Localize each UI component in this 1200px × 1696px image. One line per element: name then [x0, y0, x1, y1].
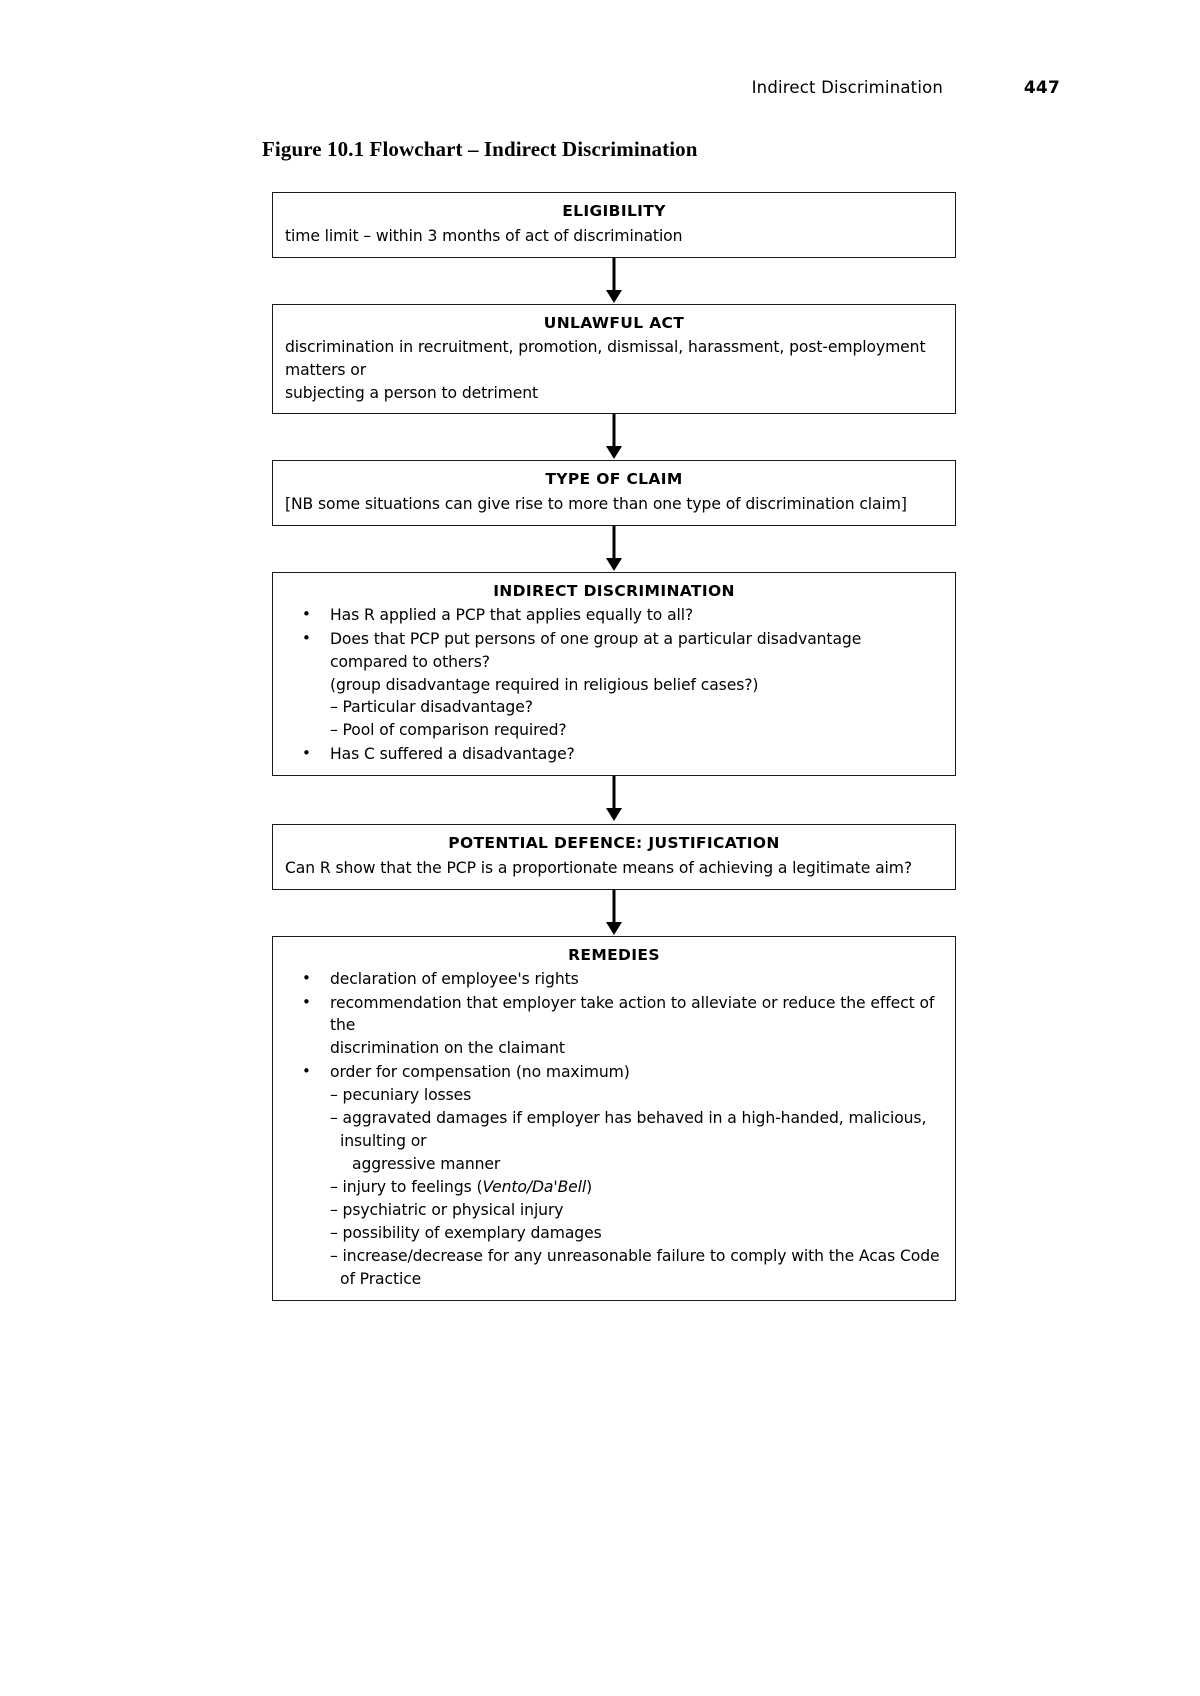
flowchart: ELIGIBILITY time limit – within 3 months… [272, 192, 956, 1301]
flow-node-remedies: REMEDIES declaration of employee's right… [272, 935, 956, 1301]
arrow-head-icon [606, 808, 622, 822]
bullet-text: recommendation that employer take action… [330, 993, 935, 1035]
flow-connector-arrow [272, 257, 956, 304]
node-line: [NB some situations can give rise to mor… [285, 495, 907, 514]
node-title: INDIRECT DISCRIMINATION [493, 581, 735, 600]
bullet-dash-line: – Particular disadvantage? [330, 698, 533, 717]
arrow-head-icon [606, 921, 622, 935]
bullet-dash-continuation: aggressive manner [352, 1155, 501, 1174]
case-citation: Vento/Da'Bell [482, 1177, 587, 1196]
node-line: discrimination in recruitment, promotion… [285, 338, 926, 380]
flow-node-type-of-claim: TYPE OF CLAIM [NB some situations can gi… [272, 460, 956, 526]
arrow-stem [612, 889, 616, 924]
list-item: recommendation that employer take action… [285, 991, 943, 1061]
arrow-stem [612, 257, 616, 292]
bullet-dash-line: – aggravated damages if employer has beh… [330, 1109, 927, 1151]
bullet-text: Has C suffered a disadvantage? [330, 745, 575, 764]
flow-connector-arrow [272, 414, 956, 460]
bullet-dash-line: – psychiatric or physical injury [330, 1200, 564, 1219]
bullet-subline: (group disadvantage required in religiou… [330, 675, 759, 694]
bullet-text: Does that PCP put persons of one group a… [330, 629, 862, 671]
list-item: Has C suffered a disadvantage? [285, 742, 943, 766]
node-title: POTENTIAL DEFENCE: JUSTIFICATION [448, 834, 780, 853]
node-title: UNLAWFUL ACT [543, 313, 685, 332]
flow-node-indirect-discrimination: INDIRECT DISCRIMINATION Has R applied a … [272, 571, 956, 777]
running-header-title: Indirect Discrimination [751, 78, 944, 97]
bullet-text: Has R applied a PCP that applies equally… [330, 605, 694, 624]
page-number: 447 [1023, 78, 1060, 98]
bullet-dash-line: – increase/decrease for any unreasonable… [330, 1246, 940, 1288]
flow-node-unlawful-act: UNLAWFUL ACT discrimination in recruitme… [272, 303, 956, 415]
arrow-head-icon [606, 446, 622, 460]
bullet-dash-line-injury: – injury to feelings (Vento/Da'Bell) [330, 1176, 943, 1199]
node-bullet-list: Has R applied a PCP that applies equally… [285, 603, 943, 766]
flow-connector-arrow [272, 776, 956, 824]
arrow-head-icon [606, 557, 622, 571]
list-item: declaration of employee's rights [285, 967, 943, 991]
arrow-stem [612, 414, 616, 449]
node-line: subjecting a person to detriment [285, 383, 539, 402]
node-line: Can R show that the PCP is a proportiona… [285, 859, 913, 878]
list-item: order for compensation (no maximum) – pe… [285, 1060, 943, 1290]
arrow-stem [612, 776, 616, 811]
figure-caption: Figure 10.1 Flowchart – Indirect Discrim… [262, 137, 698, 161]
bullet-dash-line: – possibility of exemplary damages [330, 1223, 602, 1242]
node-title: ELIGIBILITY [562, 202, 666, 220]
node-bullet-list: declaration of employee's rights recomme… [285, 967, 943, 1291]
bullet-dash-line: – pecuniary losses [330, 1086, 472, 1105]
dash-injury-prefix: – injury to feelings ( [330, 1177, 483, 1196]
arrow-head-icon [606, 289, 622, 303]
dash-injury-suffix: ) [586, 1177, 593, 1196]
bullet-text: order for compensation (no maximum) [330, 1063, 630, 1082]
bullet-text: declaration of employee's rights [330, 969, 579, 988]
bullet-wrap-line: discrimination on the claimant [330, 1039, 565, 1058]
bullet-dash-line: – Pool of comparison required? [330, 721, 567, 740]
flow-node-eligibility: ELIGIBILITY time limit – within 3 months… [272, 192, 956, 258]
node-title: TYPE OF CLAIM [545, 470, 683, 489]
node-line: time limit – within 3 months of act of d… [285, 226, 683, 245]
running-header: Indirect Discrimination 447 [0, 78, 1060, 98]
node-title: REMEDIES [568, 945, 660, 964]
arrow-stem [612, 525, 616, 560]
list-item: Does that PCP put persons of one group a… [285, 627, 943, 743]
flow-connector-arrow [272, 889, 956, 936]
flow-node-potential-defence: POTENTIAL DEFENCE: JUSTIFICATION Can R s… [272, 824, 956, 890]
flow-connector-arrow [272, 525, 956, 572]
list-item: Has R applied a PCP that applies equally… [285, 603, 943, 627]
